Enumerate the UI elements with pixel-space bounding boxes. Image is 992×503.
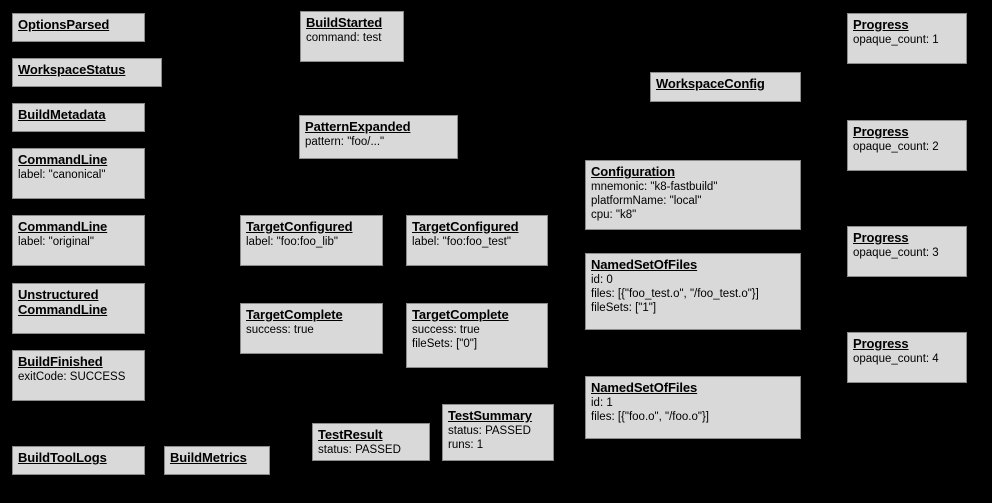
node-workspace-config[interactable]: WorkspaceConfig xyxy=(650,72,801,102)
node-configuration[interactable]: Configuration mnemonic: "k8-fastbuild" pla… xyxy=(585,160,801,230)
node-fields: success: true fileSets: ["0"] xyxy=(412,323,542,351)
node-pattern-expanded[interactable]: PatternExpanded pattern: "foo/..." xyxy=(299,115,458,159)
node-field: opaque_count: 2 xyxy=(853,141,939,153)
node-build-tool-logs[interactable]: BuildToolLogs xyxy=(12,446,145,475)
node-fields: id: 1 files: [{"foo.o", "/foo.o"}] xyxy=(591,396,795,424)
node-fields: success: true xyxy=(246,323,377,337)
node-build-metrics[interactable]: BuildMetrics xyxy=(164,446,270,475)
node-title: OptionsParsed xyxy=(18,17,110,32)
node-field: platformName: "local" xyxy=(591,195,702,207)
node-title: BuildMetrics xyxy=(170,450,247,465)
node-fields: opaque_count: 1 xyxy=(853,33,961,47)
node-named-set-of-files-1[interactable]: NamedSetOfFiles id: 1 files: [{"foo.o", "/… xyxy=(585,376,801,439)
node-title: CommandLine xyxy=(18,219,108,234)
node-field: status: PASSED xyxy=(448,425,531,437)
node-title: TestSummary xyxy=(448,408,532,423)
node-command-line-canonical[interactable]: CommandLine label: "canonical" xyxy=(12,148,145,199)
node-fields: pattern: "foo/..." xyxy=(305,135,452,149)
node-progress-4[interactable]: Progress opaque_count: 4 xyxy=(847,332,967,383)
node-options-parsed[interactable]: OptionsParsed xyxy=(12,13,145,42)
node-fields: opaque_count: 4 xyxy=(853,352,961,366)
node-field: opaque_count: 3 xyxy=(853,247,939,259)
node-field: fileSets: ["1"] xyxy=(591,302,657,314)
node-field: id: 1 xyxy=(591,397,613,409)
node-build-metadata[interactable]: BuildMetadata xyxy=(12,103,145,132)
node-test-summary[interactable]: TestSummary status: PASSED runs: 1 xyxy=(442,404,554,461)
node-field: label: "foo:foo_lib" xyxy=(246,236,338,248)
node-field: label: "foo:foo_test" xyxy=(412,236,511,248)
node-field: files: [{"foo.o", "/foo.o"}] xyxy=(591,411,709,423)
node-field: status: PASSED xyxy=(318,444,401,456)
node-progress-1[interactable]: Progress opaque_count: 1 xyxy=(847,13,967,64)
node-target-complete-foo-lib[interactable]: TargetComplete success: true xyxy=(240,303,383,354)
node-title: TargetComplete xyxy=(246,307,343,322)
node-title: Progress xyxy=(853,124,909,139)
node-title: Progress xyxy=(853,230,909,245)
node-title: BuildFinished xyxy=(18,354,103,369)
node-title: WorkspaceConfig xyxy=(656,76,765,91)
node-field: pattern: "foo/..." xyxy=(305,136,385,148)
node-field: mnemonic: "k8-fastbuild" xyxy=(591,181,718,193)
node-fields: mnemonic: "k8-fastbuild" platformName: "l… xyxy=(591,180,795,222)
node-field: success: true xyxy=(246,324,314,336)
node-command-line-original[interactable]: CommandLine label: "original" xyxy=(12,215,145,266)
node-field: opaque_count: 4 xyxy=(853,353,939,365)
node-fields: label: "canonical" xyxy=(18,168,139,182)
node-field: command: test xyxy=(306,32,382,44)
node-field: label: "canonical" xyxy=(18,169,106,181)
node-title: BuildToolLogs xyxy=(18,450,107,465)
node-target-configured-foo-test[interactable]: TargetConfigured label: "foo:foo_test" xyxy=(406,215,548,266)
node-title: Progress xyxy=(853,17,909,32)
node-progress-2[interactable]: Progress opaque_count: 2 xyxy=(847,120,967,171)
node-fields: label: "original" xyxy=(18,235,139,249)
node-title: Unstructured CommandLine xyxy=(18,287,108,317)
node-target-complete-foo-test[interactable]: TargetComplete success: true fileSets: ["0… xyxy=(406,303,548,368)
node-title: CommandLine xyxy=(18,152,108,167)
node-title: TargetComplete xyxy=(412,307,509,322)
node-fields: command: test xyxy=(306,31,398,45)
node-named-set-of-files-0[interactable]: NamedSetOfFiles id: 0 files: [{"foo_test.o… xyxy=(585,253,801,330)
node-fields: id: 0 files: [{"foo_test.o", "/foo_test.o… xyxy=(591,273,795,315)
node-fields: label: "foo:foo_lib" xyxy=(246,235,377,249)
node-build-finished[interactable]: BuildFinished exitCode: SUCCESS xyxy=(12,350,145,401)
node-field: success: true xyxy=(412,324,480,336)
node-field: fileSets: ["0"] xyxy=(412,338,478,350)
node-unstructured-command-line[interactable]: Unstructured CommandLine xyxy=(12,283,145,334)
node-fields: status: PASSED runs: 1 xyxy=(448,424,548,452)
node-title: BuildMetadata xyxy=(18,107,106,122)
node-title: Progress xyxy=(853,336,909,351)
node-progress-3[interactable]: Progress opaque_count: 3 xyxy=(847,226,967,277)
node-title: Configuration xyxy=(591,164,675,179)
node-title: NamedSetOfFiles xyxy=(591,257,698,272)
node-field: id: 0 xyxy=(591,274,613,286)
node-title: PatternExpanded xyxy=(305,119,411,134)
node-field: label: "original" xyxy=(18,236,94,248)
node-field: files: [{"foo_test.o", "/foo_test.o"}] xyxy=(591,288,759,300)
node-title: TestResult xyxy=(318,427,383,442)
node-title: BuildStarted xyxy=(306,15,383,30)
node-field: cpu: "k8" xyxy=(591,209,637,221)
node-fields: opaque_count: 3 xyxy=(853,246,961,260)
node-title: TargetConfigured xyxy=(246,219,353,234)
node-title: TargetConfigured xyxy=(412,219,519,234)
node-title: NamedSetOfFiles xyxy=(591,380,698,395)
node-target-configured-foo-lib[interactable]: TargetConfigured label: "foo:foo_lib" xyxy=(240,215,383,266)
node-field: runs: 1 xyxy=(448,439,484,451)
node-fields: status: PASSED xyxy=(318,443,424,457)
node-test-result[interactable]: TestResult status: PASSED xyxy=(312,423,430,461)
node-fields: exitCode: SUCCESS xyxy=(18,370,139,384)
node-workspace-status[interactable]: WorkspaceStatus xyxy=(12,58,162,87)
node-build-started[interactable]: BuildStarted command: test xyxy=(300,11,404,62)
node-fields: label: "foo:foo_test" xyxy=(412,235,542,249)
node-title: WorkspaceStatus xyxy=(18,62,126,77)
node-field: exitCode: SUCCESS xyxy=(18,371,126,383)
node-fields: opaque_count: 2 xyxy=(853,140,961,154)
node-field: opaque_count: 1 xyxy=(853,34,939,46)
